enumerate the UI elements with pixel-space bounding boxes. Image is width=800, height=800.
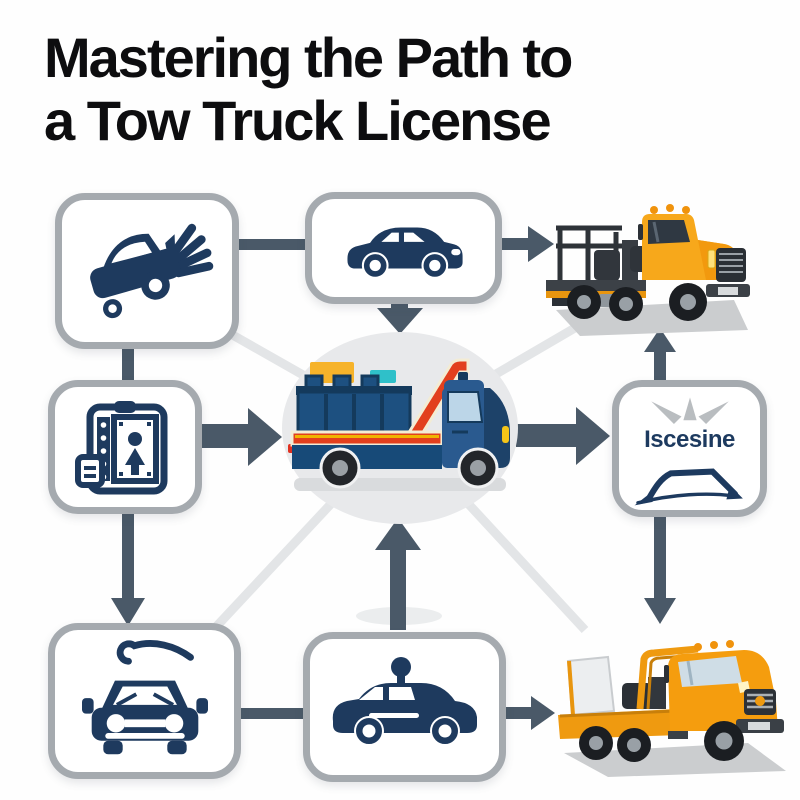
flatbed-tow-truck-illustration: [288, 358, 510, 491]
arrowhead-right: [528, 226, 554, 262]
connector-middleright-toptruck: [654, 350, 666, 382]
arrowhead-down: [644, 598, 676, 624]
connector-bottomleft-bottommiddle: [224, 708, 306, 719]
iscesine-label: Iscesine: [644, 425, 735, 453]
car-beacon-icon: [332, 657, 477, 746]
title-line-2: a Tow Truck License: [44, 89, 552, 153]
connector-topleft-topmiddle: [222, 239, 308, 250]
page-title: Mastering the Path to a Tow Truck Licens…: [44, 26, 573, 153]
node-box-license-outline: Iscesine: [612, 380, 767, 517]
node-box-car-front: [48, 623, 241, 779]
node-box-license-card: [48, 380, 202, 514]
connector-center-middleright: [516, 424, 578, 447]
car-front-icon: [81, 640, 208, 755]
crown-burst-icon: [650, 397, 729, 424]
arrowhead-down: [111, 598, 145, 626]
title-line-1: Mastering the Path to: [44, 26, 573, 89]
node-box-car: [305, 192, 502, 304]
connector-middleright-bottomtruck: [654, 500, 666, 600]
arrowhead-right: [531, 696, 555, 730]
car-side-icon: [346, 227, 463, 279]
node-box-car-beacon: [303, 632, 506, 782]
license-card-icon: [75, 401, 168, 495]
arrowhead-right: [576, 407, 610, 465]
connector-bottommiddle-center: [390, 548, 406, 630]
arrowhead-right: [248, 408, 282, 466]
node-box-crashed-car: [55, 193, 239, 349]
car-outline-arrow-icon: [634, 468, 743, 505]
center-ellipse: [282, 332, 518, 524]
orange-tow-truck-illustration: [558, 640, 786, 777]
crashed-car-icon: [90, 223, 214, 319]
yellow-tow-truck-illustration: [546, 204, 750, 336]
arrowhead-down: [377, 308, 423, 334]
connector-middleleft-bottomleft: [122, 496, 134, 602]
